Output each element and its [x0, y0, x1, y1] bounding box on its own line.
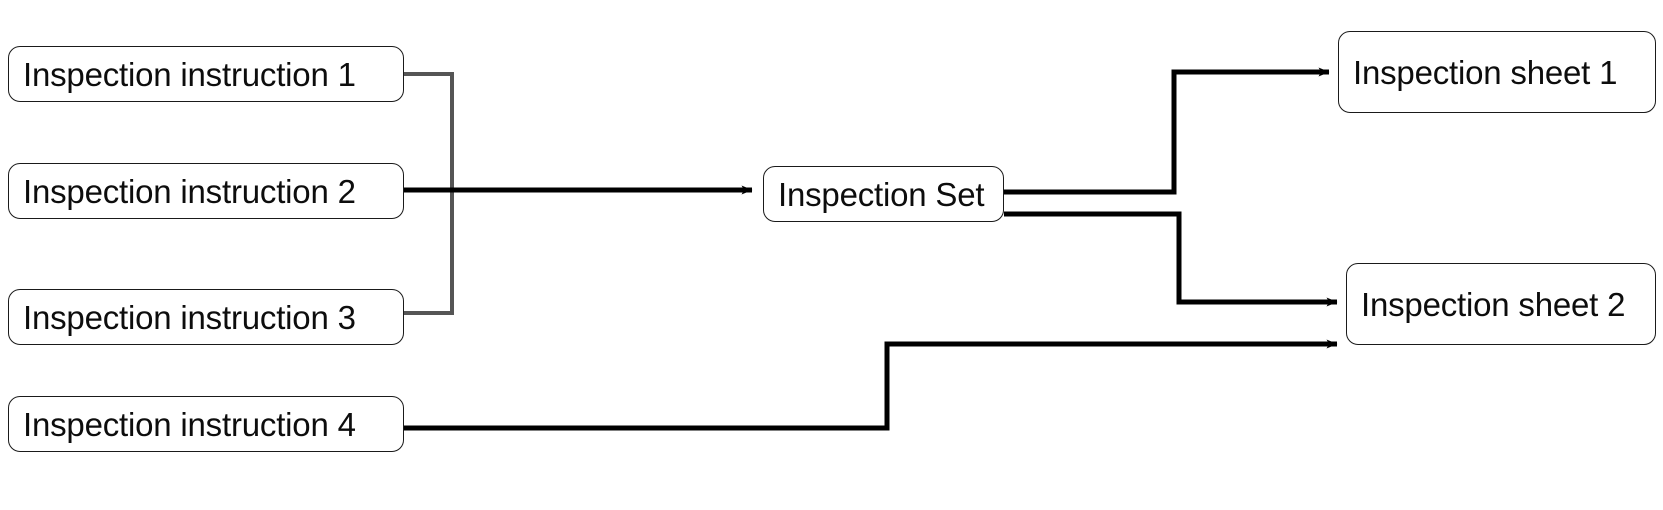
node-inspection-set[interactable]: Inspection Set [763, 166, 1004, 222]
node-inspection-instruction-4[interactable]: Inspection instruction 4 [8, 396, 404, 452]
edge-instruction4-to-sheet2 [404, 339, 1338, 431]
edge-inspection-set-to-sheet1 [1004, 67, 1330, 195]
node-label: Inspection sheet 2 [1361, 285, 1626, 323]
node-label: Inspection Set [778, 175, 985, 213]
node-label: Inspection sheet 1 [1353, 53, 1618, 91]
edge-instruction1-to-bus [404, 72, 454, 190]
node-inspection-instruction-1[interactable]: Inspection instruction 1 [8, 46, 404, 102]
node-label: Inspection instruction 4 [23, 405, 356, 443]
node-label: Inspection instruction 1 [23, 55, 356, 93]
node-inspection-sheet-1[interactable]: Inspection sheet 1 [1338, 31, 1656, 113]
node-inspection-sheet-2[interactable]: Inspection sheet 2 [1346, 263, 1656, 345]
edge-instruction3-to-bus [404, 190, 454, 315]
node-inspection-instruction-2[interactable]: Inspection instruction 2 [8, 163, 404, 219]
node-label: Inspection instruction 2 [23, 172, 356, 210]
edge-inspection-set-to-sheet2 [1004, 211, 1338, 307]
node-inspection-instruction-3[interactable]: Inspection instruction 3 [8, 289, 404, 345]
node-label: Inspection instruction 3 [23, 298, 356, 336]
